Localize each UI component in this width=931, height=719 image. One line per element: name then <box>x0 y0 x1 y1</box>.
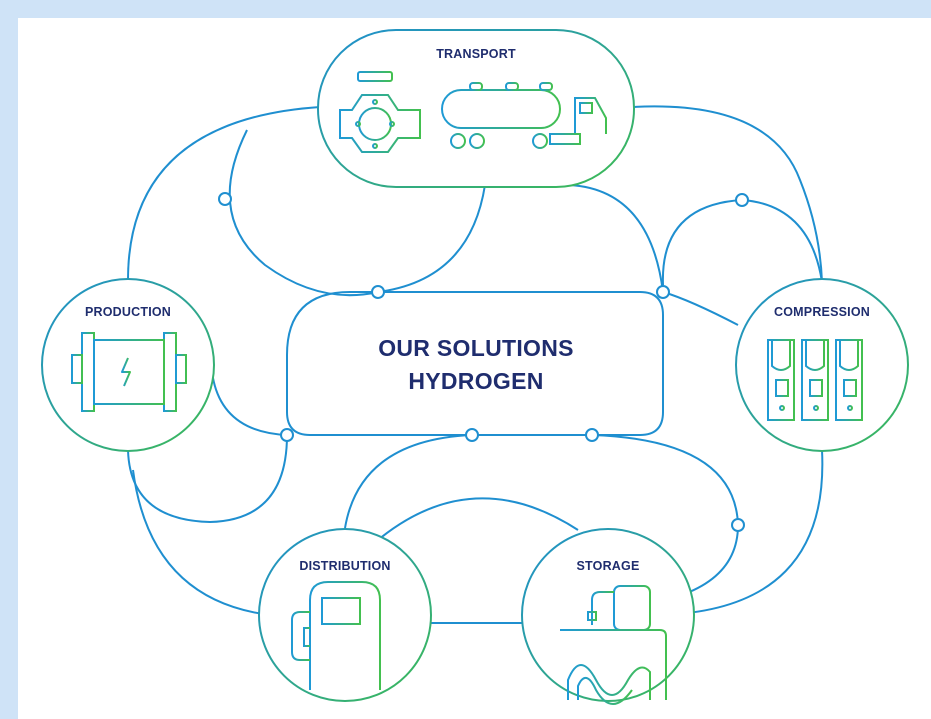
electrolyzer-icon <box>71 332 187 412</box>
node-compression[interactable]: COMPRESSION <box>735 278 909 452</box>
tanker-truck-icon <box>440 82 607 149</box>
node-storage-label: STORAGE <box>577 559 640 573</box>
line-central-bottom-to-distribution <box>344 434 473 529</box>
junction-dots <box>218 192 749 532</box>
line-central-to-compression <box>662 291 739 326</box>
central-loop <box>286 291 664 436</box>
line-transport-to-production-outer <box>127 106 321 281</box>
line-transport-to-compression-top <box>632 105 823 283</box>
junction-dot <box>465 428 479 442</box>
node-transport[interactable]: TRANSPORT <box>317 29 635 188</box>
junction-dot <box>280 428 294 442</box>
title-line-2: HYDROGEN <box>408 368 543 394</box>
line-distribution-to-storage-arc <box>371 497 579 546</box>
line-production-to-central-left <box>211 371 288 436</box>
line-production-bottom-loop <box>127 434 288 524</box>
line-compression-to-storage-outer <box>659 449 824 616</box>
storage-tank-icon <box>559 585 667 705</box>
line-compression-upper-loop <box>661 198 823 286</box>
line-transport-right-to-central <box>569 184 664 293</box>
fuel-dispenser-icon <box>291 581 392 691</box>
junction-dot <box>218 192 232 206</box>
node-distribution[interactable]: DISTRIBUTION <box>258 528 432 702</box>
node-production-label: PRODUCTION <box>85 305 171 319</box>
compressor-units-icon <box>760 339 870 429</box>
line-transport-inner-left-arc <box>228 129 379 297</box>
junction-dot <box>656 285 670 299</box>
hydrogen-solutions-diagram: OUR SOLUTIONS HYDROGEN TRANSPORT <box>41 29 909 705</box>
node-transport-label: TRANSPORT <box>436 47 516 61</box>
line-production-to-distribution-outer <box>132 469 271 616</box>
node-storage[interactable]: STORAGE <box>521 528 695 705</box>
node-compression-label: COMPRESSION <box>774 305 870 319</box>
diagram-canvas: OUR SOLUTIONS HYDROGEN TRANSPORT <box>18 18 931 719</box>
junction-dot <box>735 193 749 207</box>
valve-icon <box>339 71 421 153</box>
node-distribution-label: DISTRIBUTION <box>299 559 390 573</box>
line-transport-inner-bottom-arc <box>377 184 486 293</box>
junction-dot <box>731 518 745 532</box>
junction-dot <box>371 285 385 299</box>
title-line-1: OUR SOLUTIONS <box>378 335 574 361</box>
junction-dot <box>585 428 599 442</box>
node-production[interactable]: PRODUCTION <box>41 278 215 452</box>
